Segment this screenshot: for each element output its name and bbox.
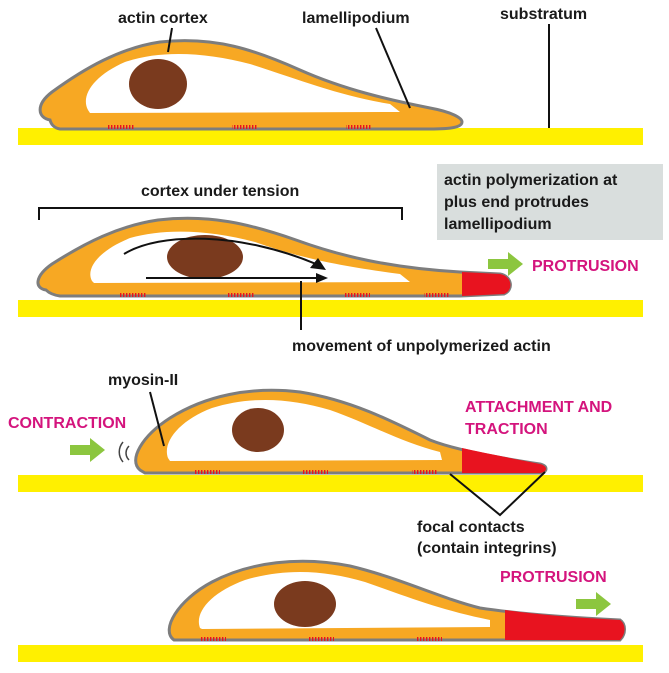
panel-3: myosin-II CONTRACTION ATTACHMENT AND TRA… [8, 372, 643, 557]
focal-contacts [108, 125, 372, 129]
callout-box [437, 164, 663, 240]
attachment-label-line-2: TRACTION [465, 421, 548, 438]
nucleus [274, 581, 336, 627]
cytoplasm [166, 399, 442, 461]
bracket-cortex-under-tension [38, 207, 403, 220]
focal-contacts [194, 470, 438, 474]
actin-cortex-label: actin cortex [118, 10, 208, 27]
focal-contacts [200, 637, 442, 641]
actin-cortex-pointer [167, 27, 173, 53]
protrusion-label: PROTRUSION [500, 569, 607, 586]
focal-contacts-label-line-1: focal contacts [417, 519, 525, 536]
attached-actin-tip [462, 448, 546, 473]
panel-2: cortex under tension actin polymerizatio… [18, 164, 663, 355]
polymerized-actin-tip [462, 272, 511, 296]
protrusion-label: PROTRUSION [532, 258, 639, 275]
nucleus [129, 59, 187, 109]
focal-contacts-pointer [449, 471, 546, 517]
substratum-bar [18, 475, 643, 492]
contraction-motion-lines [118, 441, 130, 463]
lamellipodium-label: lamellipodium [302, 10, 410, 27]
panel-4: PROTRUSION [18, 559, 643, 662]
substratum-label: substratum [500, 6, 587, 23]
protruding-actin-tip [505, 610, 625, 640]
flow-arrowhead-upper [310, 258, 326, 270]
contraction-arrow-icon [70, 438, 105, 462]
callout-line-2: plus end protrudes [444, 194, 589, 211]
focal-contacts-label-line-2: (contain integrins) [417, 540, 557, 557]
protrusion-arrow-icon [488, 252, 523, 276]
substratum-bar [18, 128, 643, 145]
cortex-under-tension-label: cortex under tension [141, 183, 299, 200]
substratum-bar [18, 645, 643, 662]
callout-line-3: lamellipodium [444, 216, 552, 233]
flow-arrow-upper [123, 237, 317, 265]
nucleus [232, 408, 284, 452]
cytoplasm [90, 231, 410, 283]
myosin-pointer [149, 391, 165, 447]
callout-line-1: actin polymerization at [444, 172, 618, 189]
attachment-label-line-1: ATTACHMENT AND [465, 399, 612, 416]
flow-arrowhead-lower [316, 273, 328, 283]
movement-label: movement of unpolymerized actin [292, 338, 551, 355]
myosin-label: myosin-II [108, 372, 178, 389]
focal-contacts [120, 293, 450, 297]
cytoplasm [198, 571, 491, 629]
contraction-label: CONTRACTION [8, 415, 126, 432]
substratum-bar [18, 300, 643, 317]
protrusion-arrow-icon [576, 592, 611, 616]
nucleus [167, 235, 243, 279]
lamellipodium-pointer [375, 27, 411, 109]
panel-1: actin cortex lamellipodium substratum [18, 6, 643, 145]
